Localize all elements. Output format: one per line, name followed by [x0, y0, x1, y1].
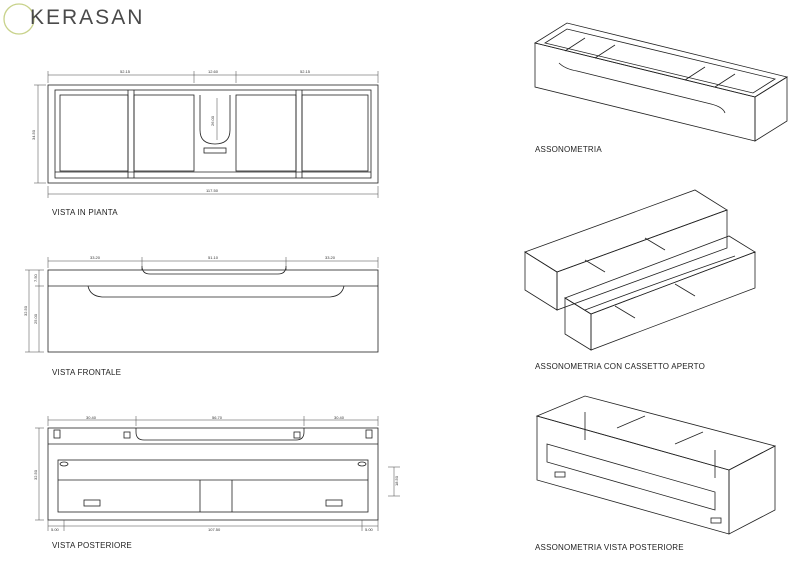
dim-front-center: 51.10: [208, 255, 219, 260]
dim-plan-overall: 117.50: [206, 188, 219, 193]
front-view-drawing: 33.20 51.10 33.20 7.50 25.00 32.50: [23, 255, 379, 353]
dim-front-top: 7.50: [33, 273, 38, 282]
rear-view-drawing: 30.40 56.70 30.40 32.50 18.50 5.00 107.5…: [33, 415, 400, 532]
axonometric-caption: ASSONOMETRIA: [535, 145, 602, 154]
dim-plan-basin: 26.00: [210, 115, 215, 126]
dim-rear-rail: 18.50: [394, 475, 399, 486]
dim-rear-overall: 107.50: [208, 527, 221, 532]
dim-rear-side-right: 5.00: [365, 527, 374, 532]
rear-view-caption: VISTA POSTERIORE: [52, 541, 132, 550]
dim-rear-side-left: 5.00: [51, 527, 60, 532]
dim-rear-left: 30.40: [86, 415, 97, 420]
dim-front-left: 33.20: [90, 255, 101, 260]
dim-plan-depth: 34.50: [31, 129, 36, 140]
axonometric-rear-drawing: [535, 395, 777, 535]
axonometric-closed-drawing: [533, 22, 789, 142]
dim-rear-right: 30.40: [334, 415, 345, 420]
dim-rear-center: 56.70: [212, 415, 223, 420]
front-view-caption: VISTA FRONTALE: [52, 368, 122, 377]
dim-plan-center: 12.60: [208, 69, 219, 74]
dim-rear-height: 32.50: [33, 469, 38, 480]
plan-view-caption: VISTA IN PIANTA: [52, 208, 118, 217]
brand-mark-icon: [3, 3, 35, 35]
axonometric-rear-caption: ASSONOMETRIA VISTA POSTERIORE: [535, 543, 684, 552]
axonometric-open-drawing: [524, 189, 756, 351]
dim-front-height: 32.50: [23, 305, 28, 316]
axonometric-open-caption: ASSONOMETRIA CON CASSETTO APERTO: [535, 362, 705, 371]
dim-front-drawer: 25.00: [33, 313, 38, 324]
dim-front-right: 33.20: [325, 255, 336, 260]
dim-plan-right: 52.15: [300, 69, 311, 74]
plan-view-drawing: 52.15 12.60 52.15 117.50 34.50 26.00: [31, 69, 379, 198]
brand-logo: KERASAN: [30, 6, 145, 29]
dim-plan-left: 52.15: [120, 69, 131, 74]
